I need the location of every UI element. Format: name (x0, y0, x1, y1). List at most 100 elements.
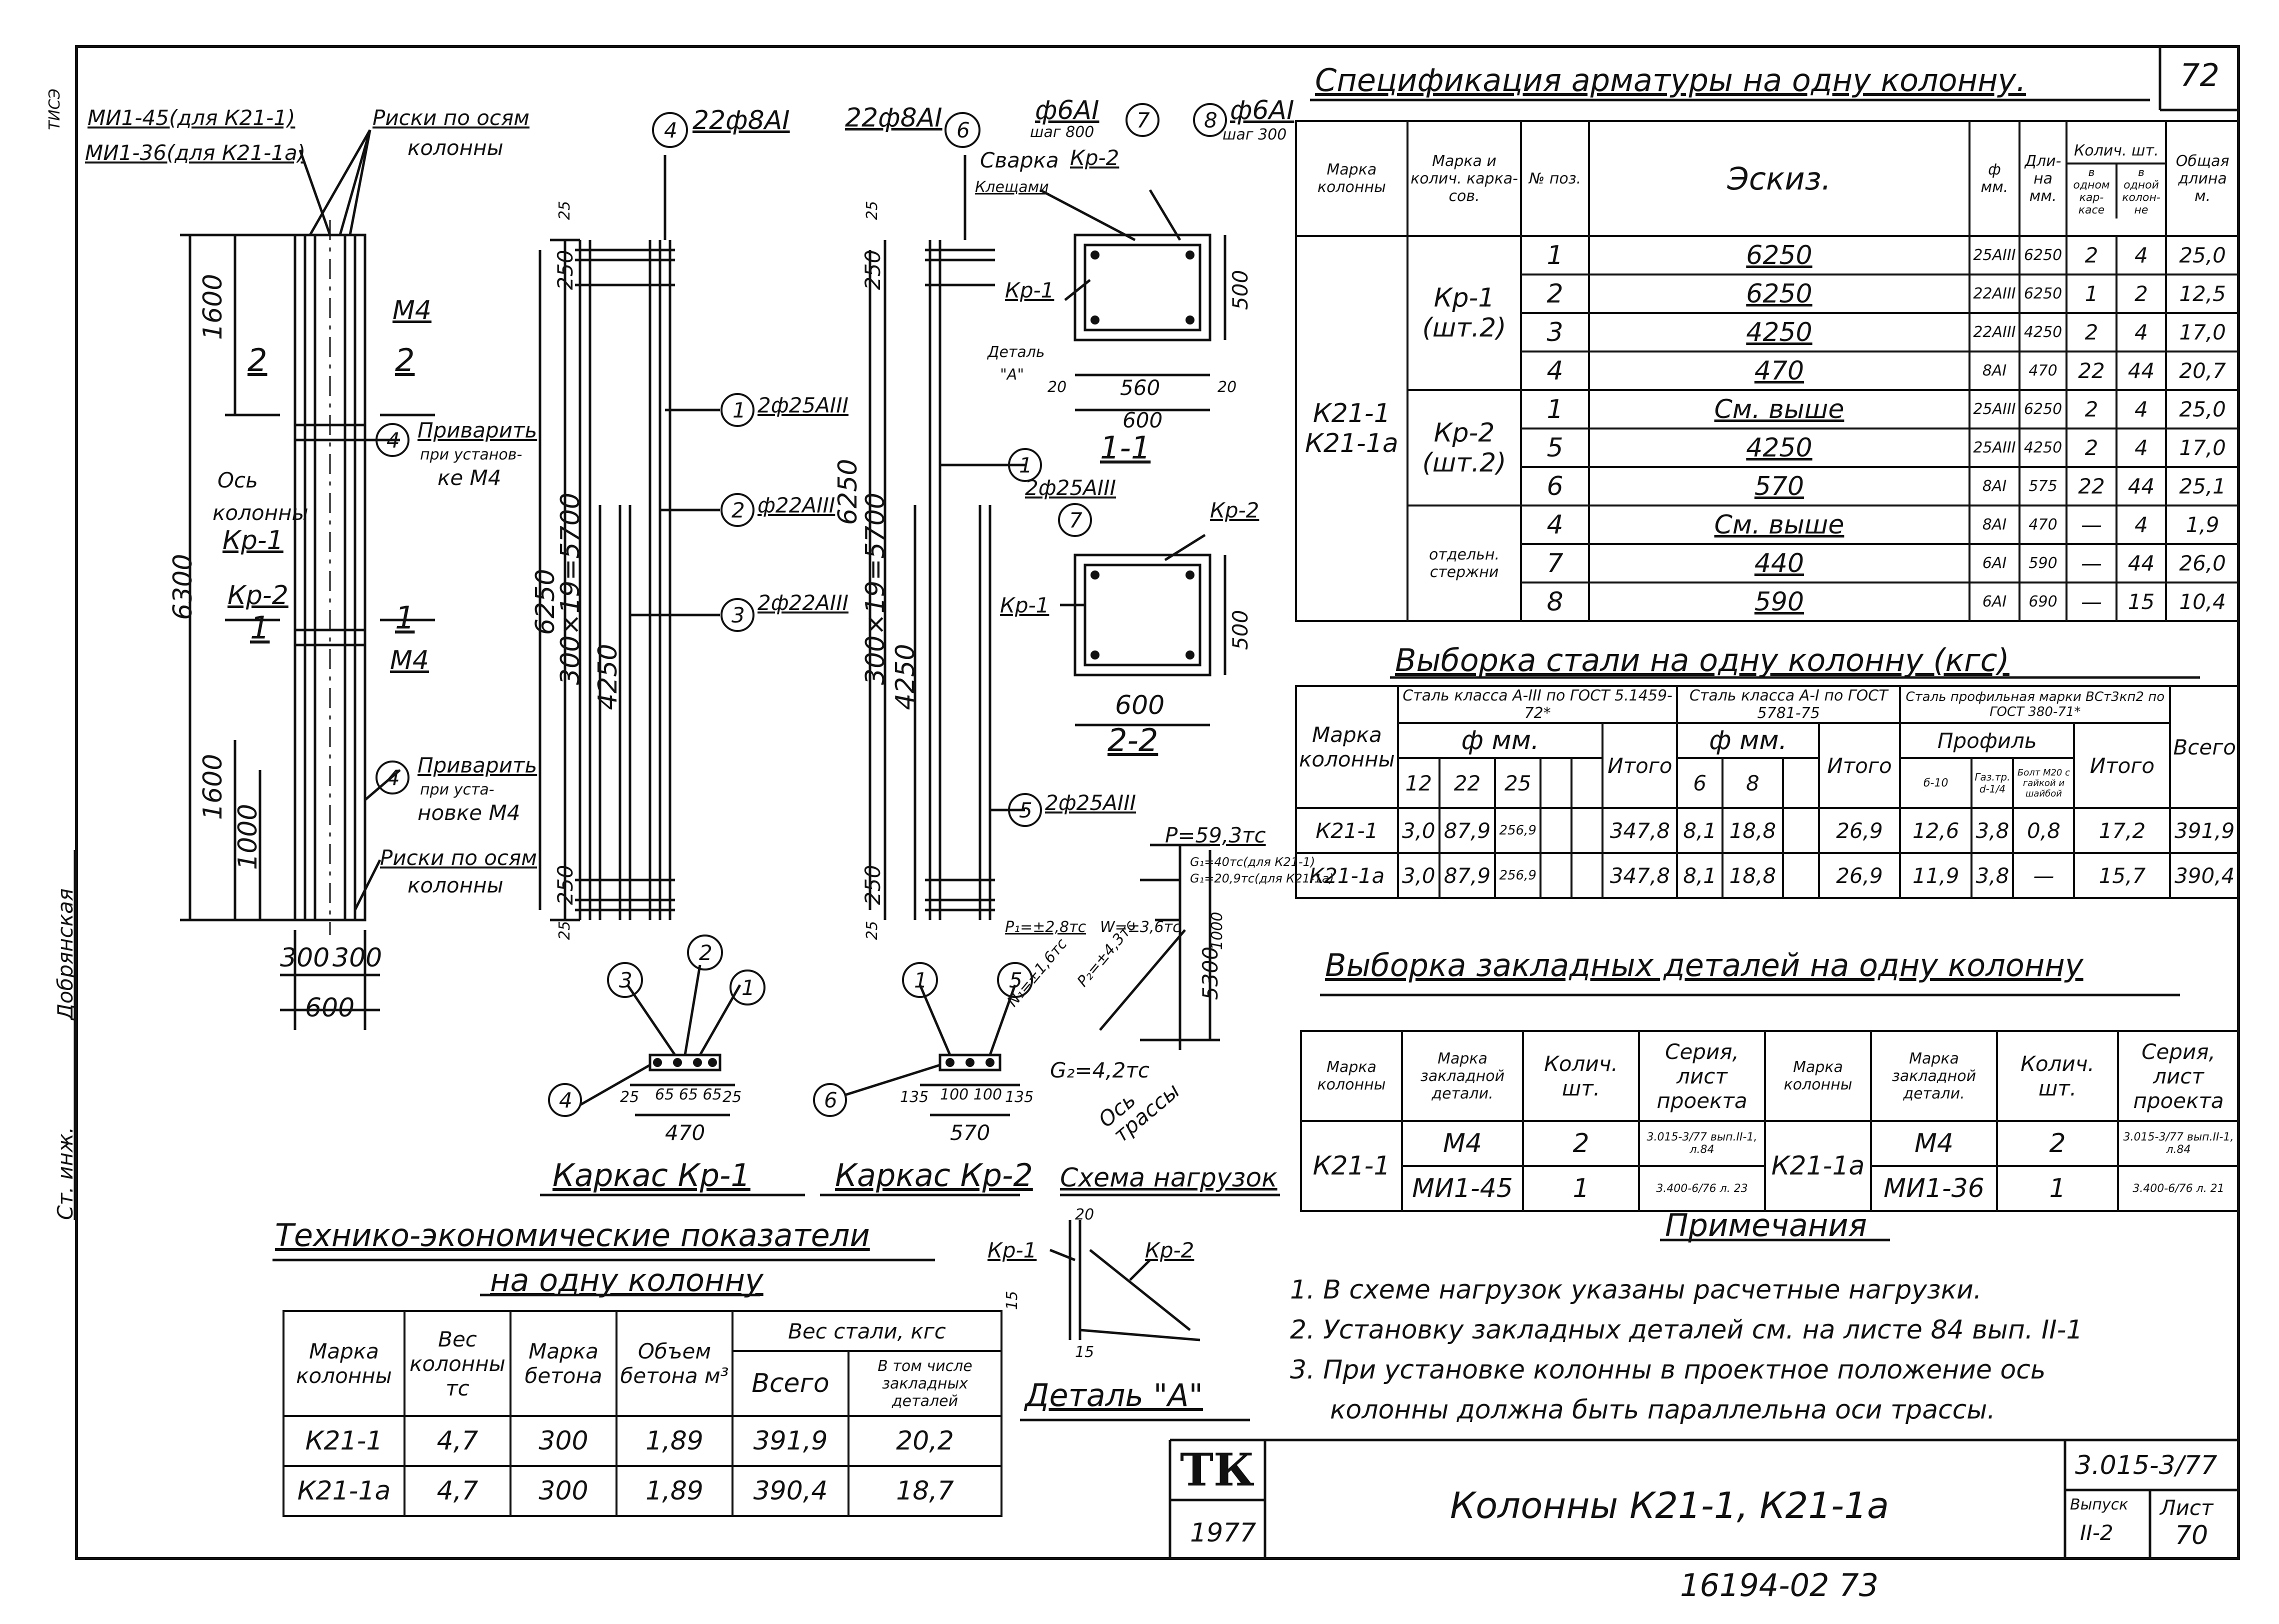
kr2-dim-4250: 4250 (890, 644, 920, 710)
spec-h-marka-col: Марка колонны (1295, 120, 1408, 237)
label-axis: Ось (218, 468, 258, 492)
steel-it: 347,8 (1602, 852, 1678, 899)
detail-a-kr2: Кр-2 (1145, 1238, 1194, 1262)
label-mi-k21-1: МИ1-45(для К21-1) (88, 106, 296, 130)
steel-p1: 12,6 (1899, 807, 1973, 854)
steel-b6: 8,1 (1676, 852, 1724, 899)
load-g1a: G₁=40тс(для К21-1) (1190, 855, 1316, 869)
spec-sketch: 6250 (1588, 235, 1971, 276)
spec-qty-frame: 22 (2068, 468, 2118, 504)
kr2-section-callout-1: 1 (914, 968, 928, 992)
steel-h-prof: Сталь профильная марки ВСт3кп2 по ГОСТ 3… (1899, 685, 2172, 724)
emb-right-det: М4 (1870, 1120, 1998, 1167)
tep-vol: 1,89 (616, 1465, 734, 1517)
callout-4a: 4 (386, 428, 400, 452)
spec-total: 25,1 (2165, 466, 2240, 506)
note-item: колонны должна быть параллельна оси трас… (1330, 1395, 1996, 1425)
label-privarit-1b: при установ- (420, 446, 522, 464)
sec1-stirrup8: ф6АI (1230, 96, 1294, 126)
sec1-kr2: Кр-2 (1070, 146, 1120, 170)
steel-h-d12: 12 (1396, 757, 1440, 809)
spec-len: 4250 (2018, 312, 2068, 352)
steel-h-p2: Газ.тр. d-1/4 (1970, 757, 2014, 809)
steel-h-p1: б-10 (1899, 757, 1973, 809)
steel-table: Марка колонны Сталь класса А-III по ГОСТ… (1295, 685, 2240, 899)
label-kr2-column: Кр-2 (228, 580, 288, 610)
steel-m: К21-1а (1295, 852, 1399, 899)
spec-pos: 8 (1520, 582, 1590, 622)
spec-qty-cell: —44 (2066, 543, 2168, 584)
sec1-detail-a: "А" (1000, 366, 1024, 384)
spec-qty-col: 44 (2128, 551, 2155, 576)
spec-phi: 6АI (1968, 582, 2020, 622)
spec-pos: 4 (1520, 350, 1590, 391)
embedded-title: Выборка закладных деталей на одну колонн… (1325, 947, 2084, 984)
sec1-detail: Деталь (988, 344, 1045, 361)
detail-a-title: Деталь "А" (1025, 1377, 1204, 1414)
sec1-dim-20a: 20 (1048, 378, 1067, 396)
dim-600: 600 (305, 993, 355, 1023)
spec-h-sketch: Эскиз. (1588, 120, 1971, 237)
emb-h-marka-right: Марка колонны (1764, 1030, 1872, 1122)
spec-group: Кр-2 (шт.2) (1406, 389, 1522, 506)
callout-kr1-3: 3 (732, 603, 745, 628)
spec-total: 20,7 (2165, 350, 2240, 391)
label-kr1-column: Кр-1 (222, 526, 284, 556)
emb-right-series: 3.400-6/76 л. 21 (2117, 1165, 2240, 1212)
spec-qty-frame: — (2068, 506, 2118, 543)
steel-title: Выборка стали на одну колонну (кгс) (1395, 642, 2010, 678)
notes-title: Примечания (1665, 1207, 1867, 1244)
spec-pos: 6 (1520, 466, 1590, 506)
tep-vol: 1,89 (616, 1415, 734, 1467)
kr2-section-dim-135a: 135 (900, 1088, 929, 1106)
kr2-section-dim-570: 570 (950, 1120, 990, 1145)
spec-len: 6250 (2018, 274, 2068, 314)
spec-sketch: 590 (1588, 582, 1971, 622)
steel-p1: 11,9 (1899, 852, 1973, 899)
margin-label-top: ТИСЭ (46, 88, 64, 130)
label-riski-bottom2: колонны (408, 873, 504, 898)
kr2-bar-5-label: 2ф25АIII (1045, 790, 1136, 815)
embedded-table: Марка колонны Марка закладной детали. Ко… (1300, 1030, 2240, 1212)
section-2-mark-left: 2 (248, 342, 268, 378)
spec-h-phi: ф мм. (1968, 120, 2020, 237)
kr2-dim-25-bottom: 25 (864, 920, 881, 940)
spec-len: 4250 (2018, 428, 2068, 468)
spec-pos: 4 (1520, 504, 1590, 545)
callout-4b: 4 (386, 766, 400, 790)
label-privarit-2b: при уста- (420, 781, 494, 798)
kr2-section-dim-100: 100 100 (940, 1086, 1002, 1104)
section-2-title: 2-2 (1108, 722, 1158, 758)
spec-qty-col: 4 (2134, 512, 2148, 537)
kr1-dim-6250: 6250 (530, 568, 560, 635)
spec-qty-frame: 2 (2068, 391, 2118, 428)
spec-sketch: См. выше (1588, 504, 1971, 545)
dim-300-right: 300 (332, 943, 382, 973)
sec1-svarka: Сварка (980, 148, 1059, 172)
spec-len: 470 (2018, 504, 2068, 545)
steel-a12: 3,0 (1396, 807, 1440, 854)
sec2-dim-600: 600 (1115, 690, 1165, 720)
spec-phi: 25АIII (1968, 389, 2020, 430)
steel-p3: — (2012, 852, 2076, 899)
spec-qty-frame: 2 (2068, 237, 2118, 274)
detail-a-dim-20: 20 (1075, 1206, 1094, 1224)
label-m4-mid: М4 (390, 646, 429, 676)
section-2-outline (1074, 554, 1212, 676)
callout-sec1-7: 7 (1136, 108, 1150, 132)
steel-h-d25: 25 (1494, 757, 1542, 809)
tep-bet: 300 (510, 1465, 618, 1517)
emb-h-det-left: Марка закладной детали. (1401, 1030, 1524, 1122)
callout-kr1-4: 4 (664, 118, 678, 142)
section-2-mark-right: 2 (395, 342, 415, 378)
kr2-section-callout-5: 5 (1009, 968, 1022, 992)
